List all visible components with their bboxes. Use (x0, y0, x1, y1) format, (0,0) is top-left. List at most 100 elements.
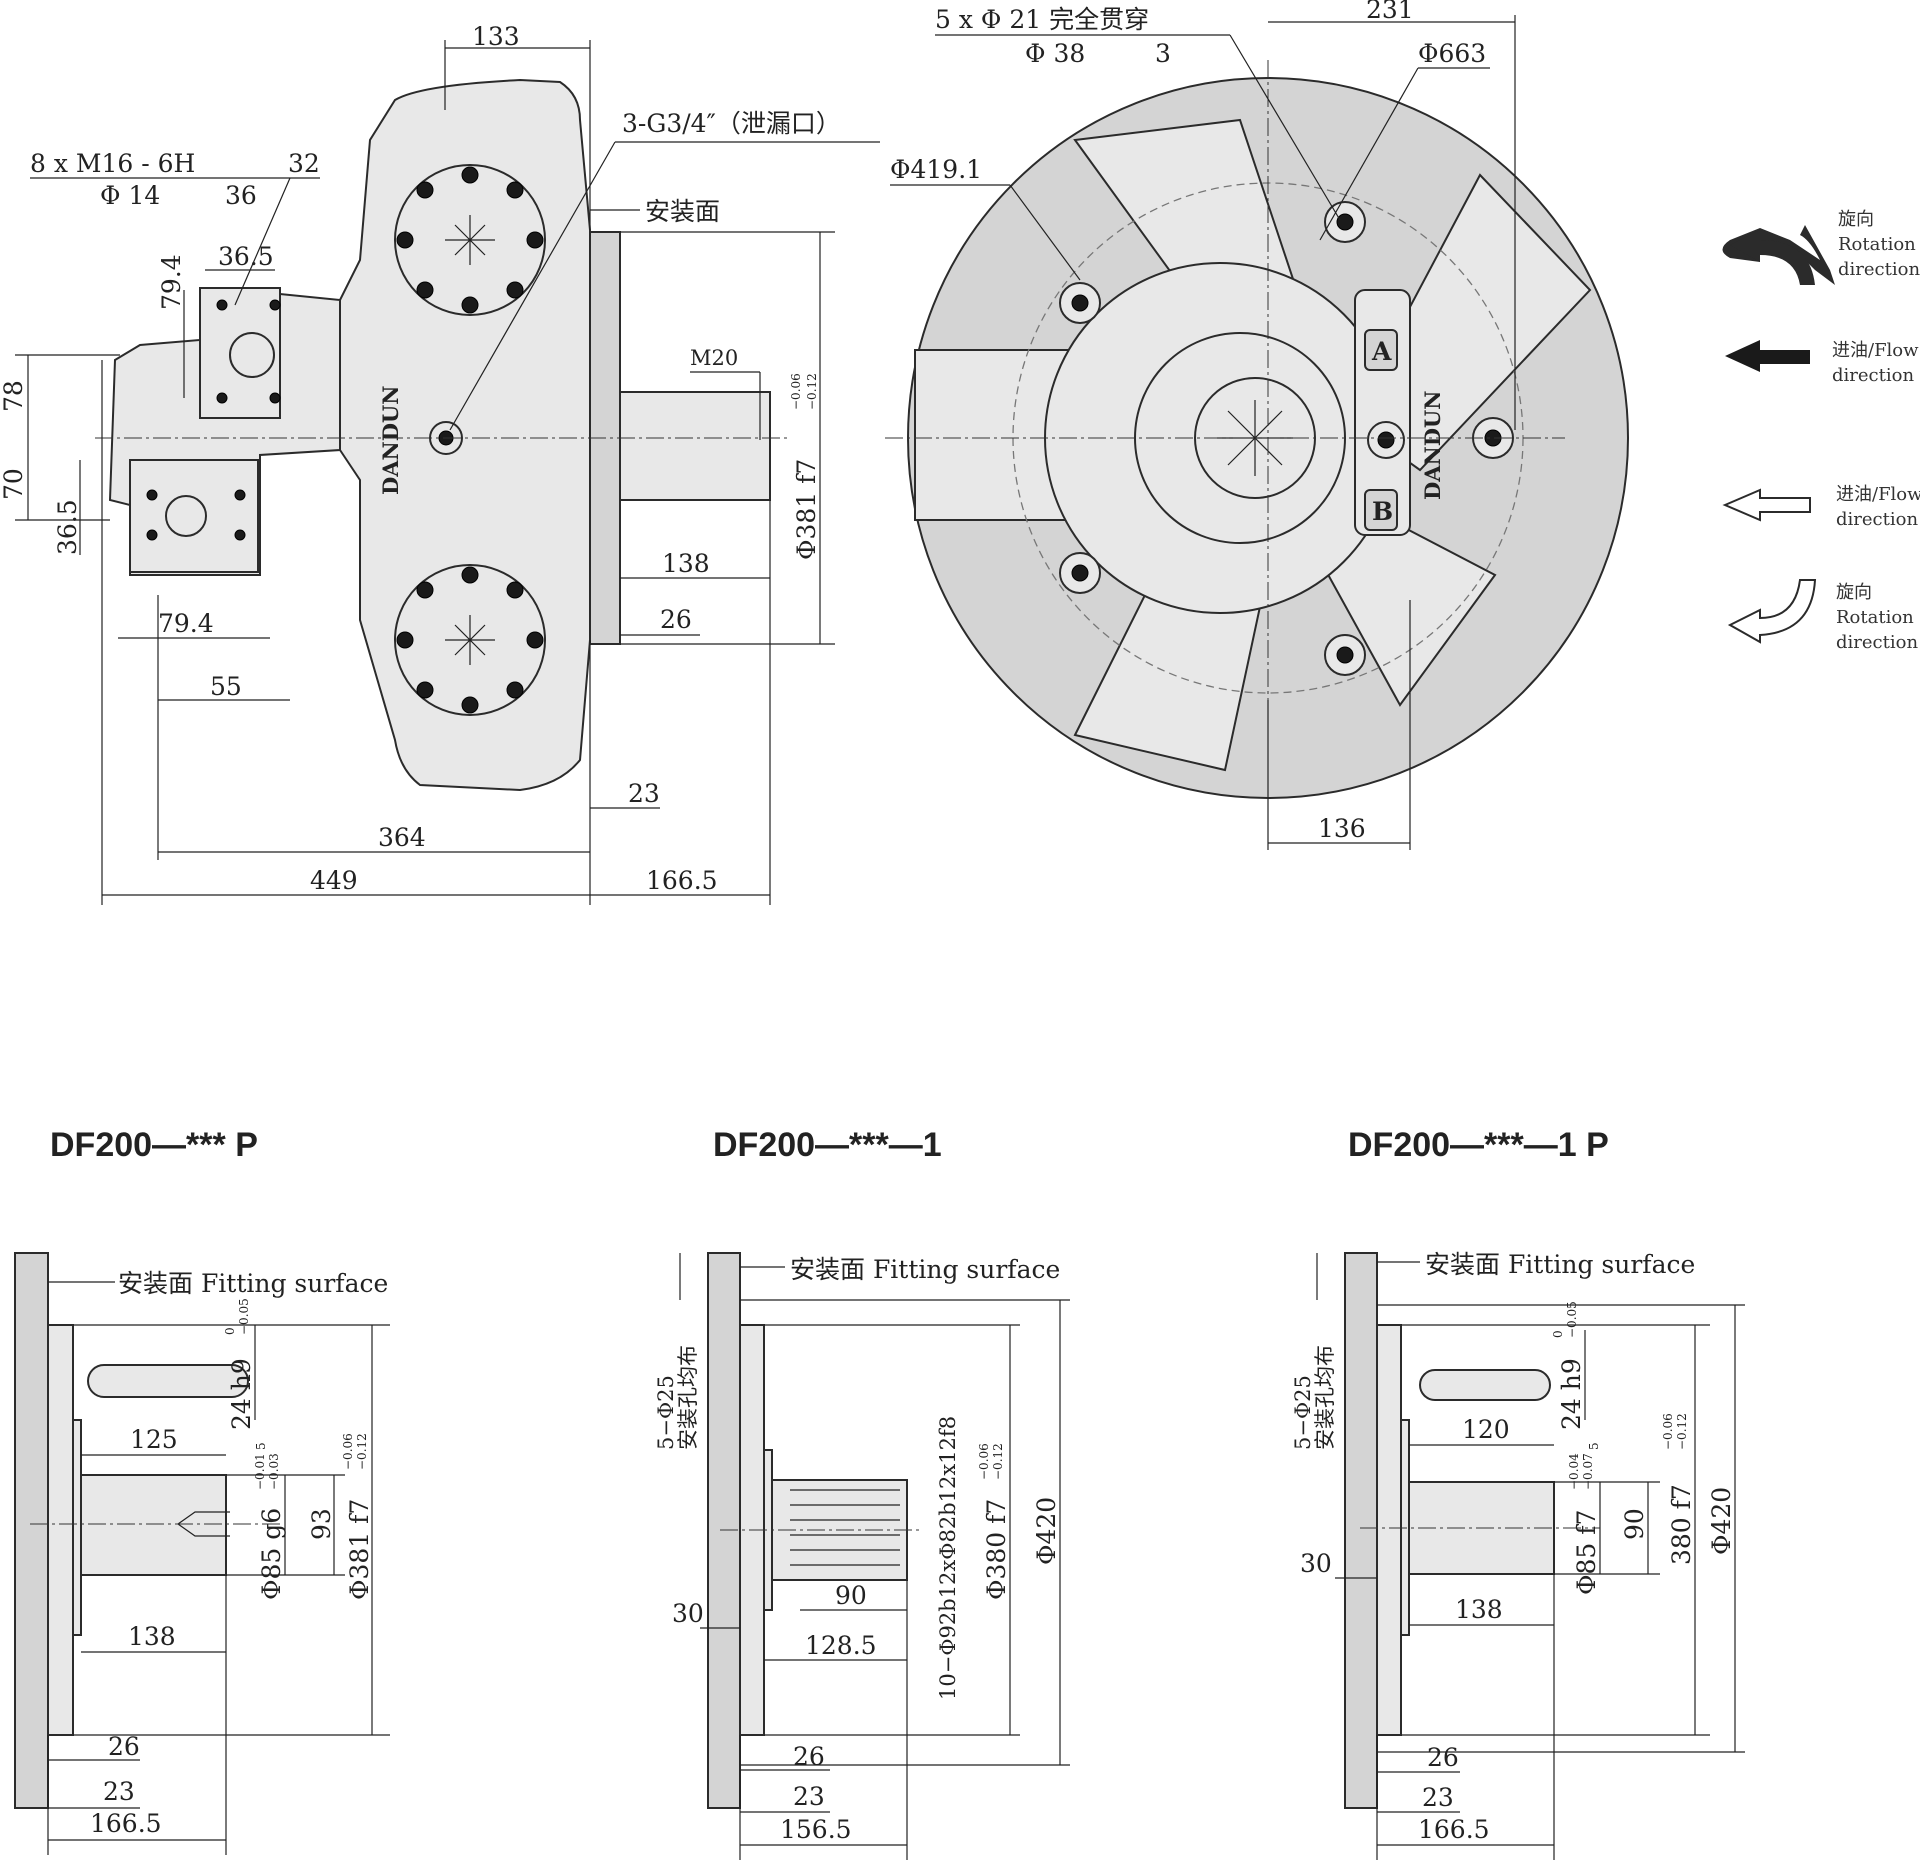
dim-70: 70 (0, 468, 28, 500)
svg-text:128.5: 128.5 (805, 1631, 877, 1660)
model-label: DF200—***—1 P (1348, 1126, 1609, 1164)
cross-emblem-icon (445, 615, 495, 665)
rotation-arrow-outline-icon (1727, 579, 1817, 644)
svg-text:26: 26 (108, 1732, 140, 1761)
svg-text:−0.07: −0.07 (1581, 1453, 1595, 1490)
svg-text:−0.03: −0.03 (267, 1453, 281, 1490)
svg-text:进油/Flow: 进油/Flow (1832, 340, 1919, 361)
svg-text:direction: direction (1832, 365, 1914, 386)
svg-text:138: 138 (128, 1622, 176, 1651)
hole-spec-1: 5 x Φ 21 完全贯穿 (935, 5, 1149, 34)
fitting-surface-label: 安装面 Fitting surface (118, 1269, 388, 1298)
dim-166-5: 166.5 (646, 866, 718, 895)
fitting-surface-label: 安装面 Fitting surface (1425, 1250, 1695, 1279)
svg-text:Rotation: Rotation (1838, 234, 1916, 255)
side-view: A B DANDUN 5 x Φ 21 完全贯穿 Φ 38 3 231 Φ663… (885, 0, 1629, 850)
svg-text:5: 5 (254, 1442, 268, 1450)
svg-text:Rotation: Rotation (1836, 607, 1914, 628)
svg-text:23: 23 (103, 1777, 135, 1806)
svg-text:旋向: 旋向 (1838, 209, 1874, 230)
thread-spec-1: 8 x M16 - 6H (30, 149, 195, 178)
brand-label: DANDUN (378, 386, 403, 495)
svg-text:79.4: 79.4 (158, 609, 214, 638)
shaft (80, 1474, 227, 1576)
svg-text:Φ380 f7: Φ380 f7 (982, 1499, 1011, 1600)
svg-text:166.5: 166.5 (1418, 1815, 1490, 1844)
dim-23: 23 (628, 779, 660, 808)
svg-text:Φ381 f7: Φ381 f7 (345, 1499, 374, 1600)
svg-text:23: 23 (793, 1782, 825, 1811)
thread-m20: M20 (690, 346, 738, 370)
svg-text:direction: direction (1836, 509, 1918, 530)
dim-78: 78 (0, 380, 28, 412)
port-b-label: B (1372, 497, 1393, 526)
flange (14, 1252, 49, 1809)
svg-text:−0.12: −0.12 (991, 1443, 1005, 1480)
svg-text:30: 30 (1300, 1549, 1332, 1578)
svg-text:0: 0 (1551, 1330, 1565, 1338)
svg-text:direction: direction (1838, 259, 1920, 280)
svg-text:Φ85 f7: Φ85 f7 (1572, 1510, 1601, 1595)
direction-legend: 旋向 Rotation direction 进油/Flow direction … (1722, 209, 1920, 653)
dim-125: 125 (130, 1425, 178, 1454)
bolt-circle-diameter: Φ419.1 (890, 155, 982, 184)
dim-364: 364 (378, 823, 426, 852)
svg-text:−0.12: −0.12 (1675, 1413, 1689, 1450)
dim-55: 55 (210, 672, 242, 701)
svg-text:direction: direction (1836, 632, 1918, 653)
dim-36-5: 36.5 (218, 242, 274, 271)
svg-text:120: 120 (1462, 1415, 1510, 1444)
model-label: DF200—*** P (50, 1126, 258, 1164)
svg-text:79.4: 79.4 (157, 254, 186, 310)
svg-text:5−Φ25: 5−Φ25 (654, 1375, 678, 1450)
svg-text:−0.05: −0.05 (1565, 1301, 1579, 1338)
svg-text:安装孔均布: 安装孔均布 (676, 1345, 700, 1450)
svg-text:Φ420: Φ420 (1032, 1497, 1061, 1565)
svg-text:−0.05: −0.05 (237, 1298, 251, 1335)
svg-text:Φ420: Φ420 (1707, 1487, 1736, 1555)
model-label: DF200—***—1 (713, 1126, 942, 1164)
svg-text:5: 5 (1587, 1442, 1601, 1450)
svg-text:380 f7: 380 f7 (1667, 1484, 1696, 1565)
pilot (1376, 1324, 1402, 1736)
svg-text:−0.06: −0.06 (789, 373, 803, 410)
svg-text:−0.01: −0.01 (253, 1453, 267, 1490)
svg-text:90: 90 (1620, 1508, 1649, 1540)
front-view: DANDUN 133 3-G3/4″（泄漏口） 安装面 8 x M16 - 6H… (0, 22, 880, 905)
pilot-diameter: Φ381 f7 (792, 459, 821, 560)
flange (1344, 1252, 1378, 1809)
svg-text:36.5: 36.5 (53, 499, 82, 555)
variant-1p: DF200—***—1 P 安装面 Fitting surface 5−Φ25 … (1291, 1126, 1745, 1860)
brand-label: DANDUN (1420, 391, 1445, 500)
svg-text:3: 3 (1155, 39, 1171, 68)
key (87, 1364, 249, 1398)
svg-text:36: 36 (225, 181, 257, 210)
svg-text:旋向: 旋向 (1836, 582, 1872, 603)
svg-text:−0.06: −0.06 (977, 1443, 991, 1480)
svg-text:−0.12: −0.12 (355, 1433, 369, 1470)
svg-text:进油/Flow: 进油/Flow (1836, 484, 1920, 505)
flow-arrow-outline-icon (1722, 488, 1811, 522)
svg-text:−0.06: −0.06 (341, 1433, 355, 1470)
dim-138: 138 (662, 549, 710, 578)
flow-arrow-filled-icon (1725, 340, 1810, 372)
dim-133: 133 (472, 22, 520, 51)
svg-text:−0.06: −0.06 (1661, 1413, 1675, 1450)
svg-text:32: 32 (288, 149, 320, 178)
leak-port-label: 3-G3/4″（泄漏口） (622, 109, 841, 138)
dim-26: 26 (660, 605, 692, 634)
svg-text:24 h9: 24 h9 (227, 1358, 256, 1430)
key (1419, 1369, 1551, 1401)
fitting-surface-label: 安装面 Fitting surface (790, 1255, 1060, 1284)
svg-text:安装孔均布: 安装孔均布 (1313, 1345, 1337, 1450)
svg-text:23: 23 (1422, 1783, 1454, 1812)
svg-text:156.5: 156.5 (780, 1815, 852, 1844)
svg-text:0: 0 (223, 1327, 237, 1335)
svg-text:26: 26 (793, 1742, 825, 1771)
port-a-label: A (1371, 337, 1392, 366)
dim-136: 136 (1318, 814, 1366, 843)
hole-spec-2: Φ 38 (1025, 39, 1085, 68)
outer-diameter: Φ663 (1418, 39, 1486, 68)
svg-text:−0.04: −0.04 (1567, 1453, 1581, 1490)
output-shaft (619, 391, 771, 501)
